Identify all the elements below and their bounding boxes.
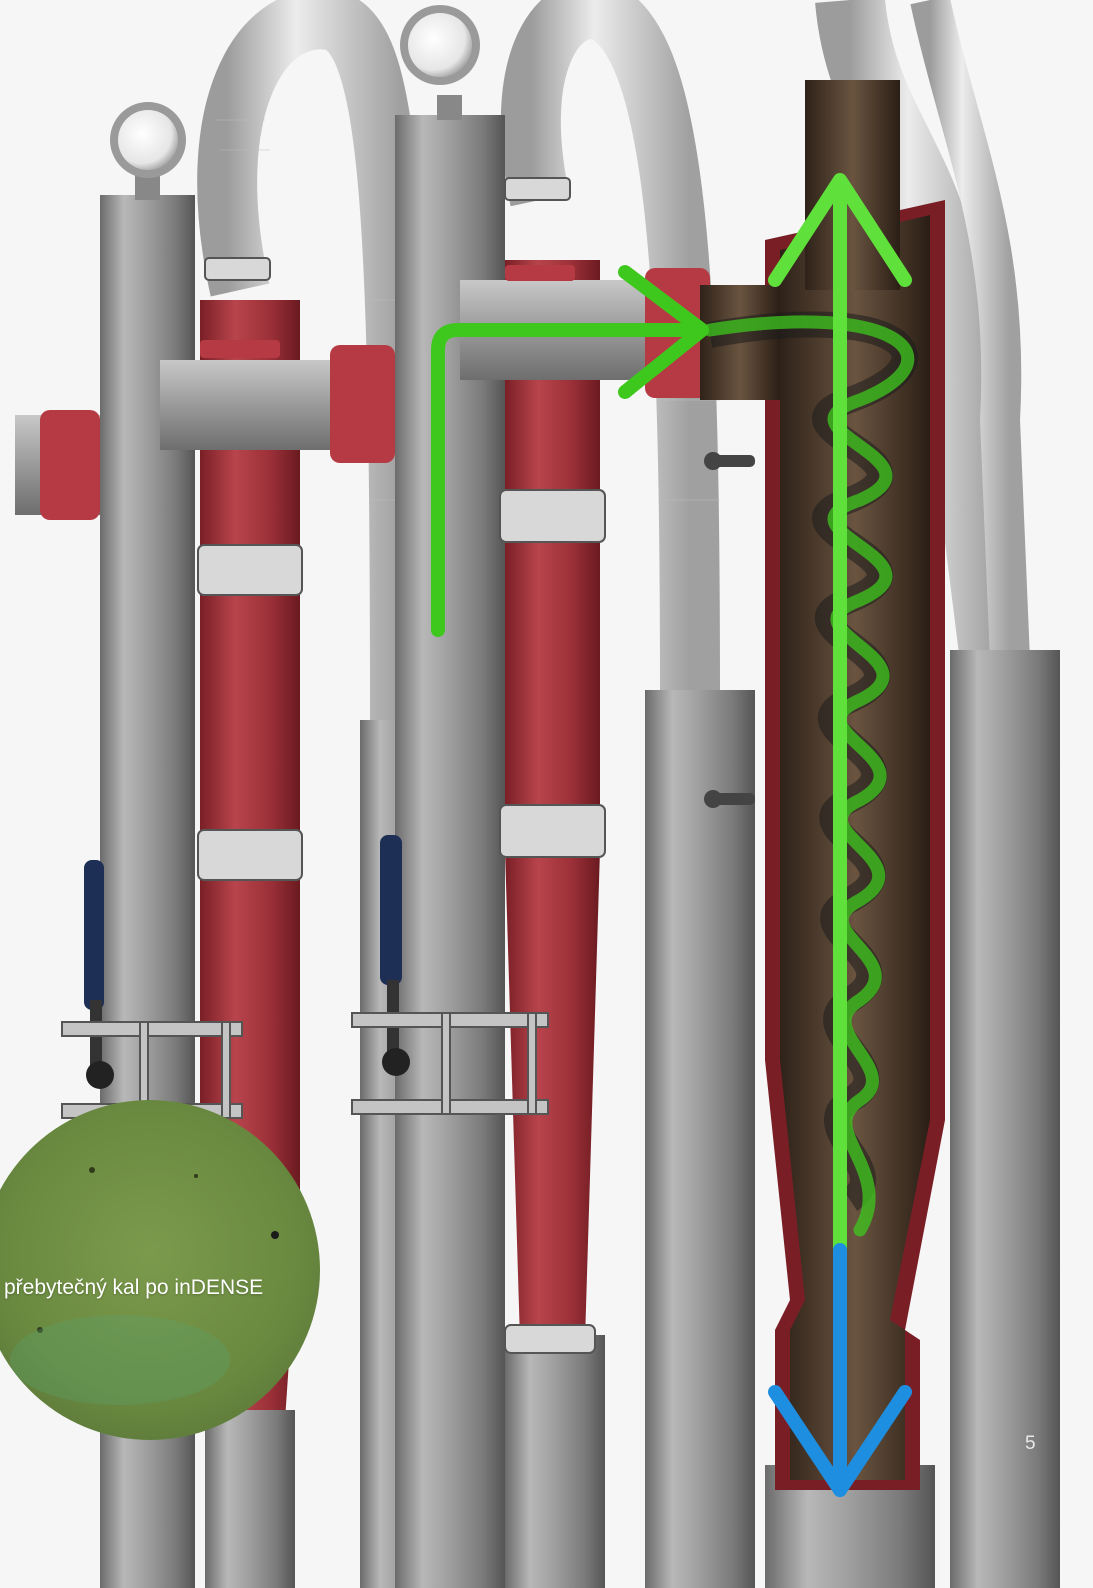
page-number: 5 — [1025, 1433, 1036, 1455]
sample-caption: přebytečný kal po inDENSE — [4, 1276, 263, 1300]
